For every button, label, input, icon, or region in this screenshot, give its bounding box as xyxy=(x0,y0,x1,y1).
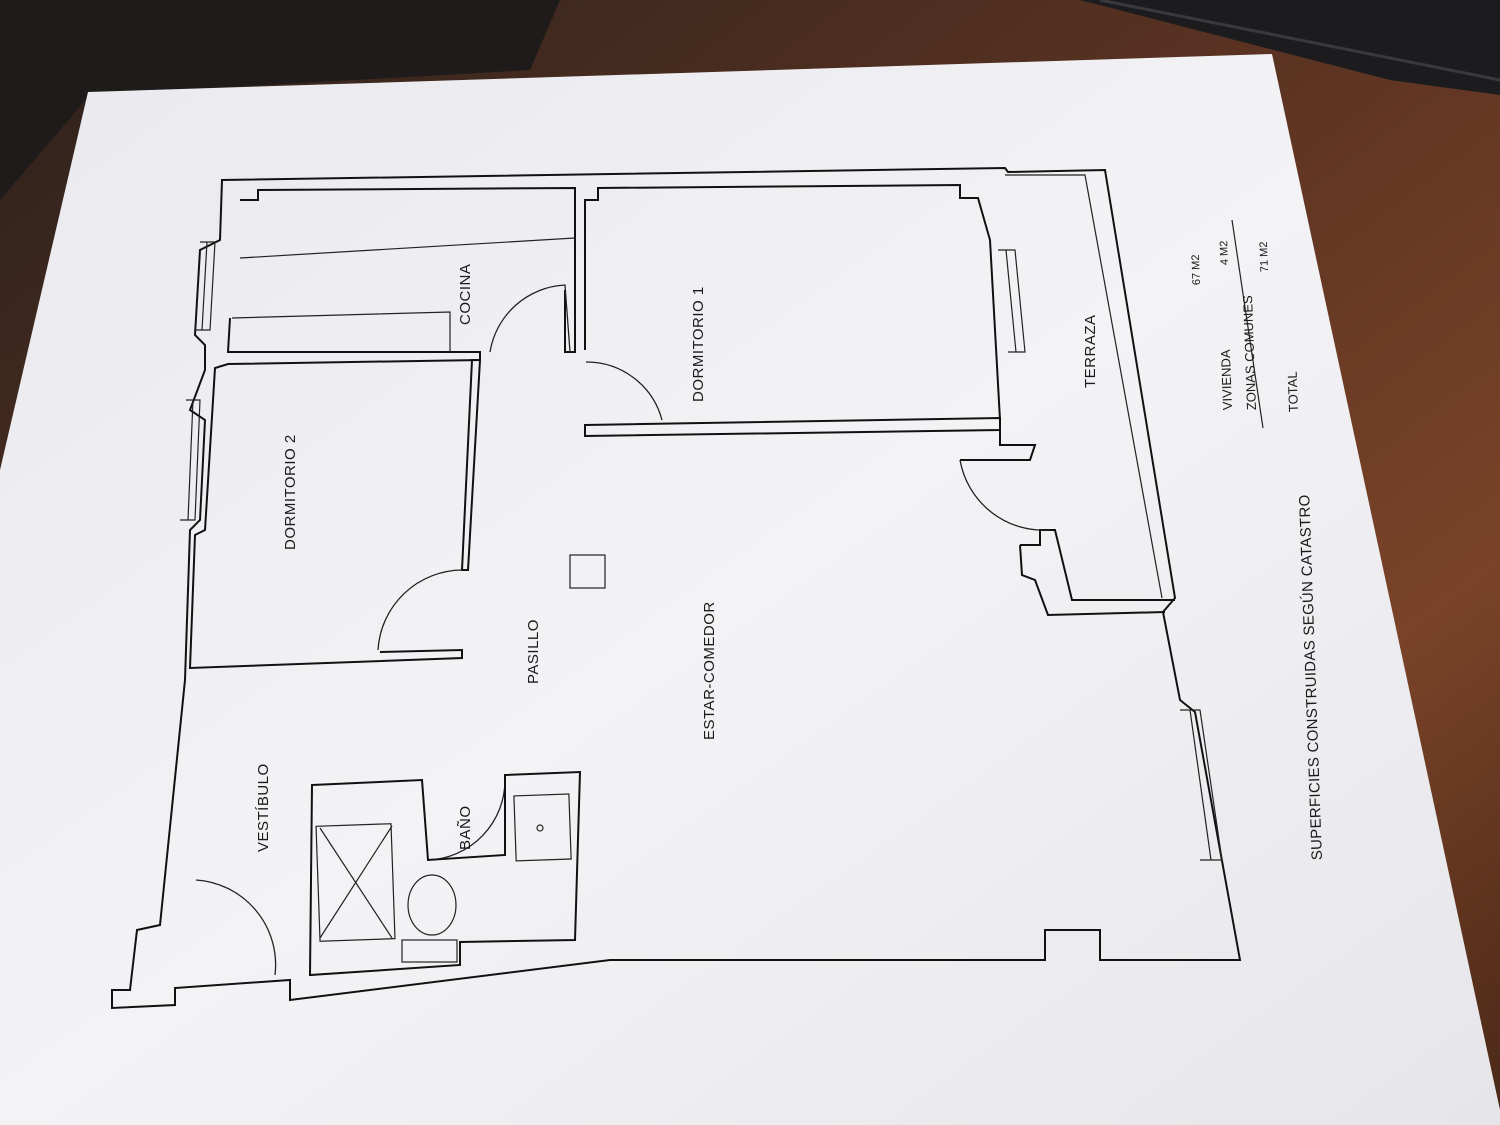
label-estar-comedor: ESTAR-COMEDOR xyxy=(701,601,718,740)
area-total-rule xyxy=(1231,219,1264,429)
door-dormitorio-1 xyxy=(585,361,663,421)
dark-device-top-right xyxy=(1080,0,1500,95)
window-right-2 xyxy=(1180,709,1223,861)
window-right-1 xyxy=(998,249,1026,353)
label-dormitorio-1: DORMITORIO 1 xyxy=(690,286,707,402)
paper-sheet xyxy=(0,54,1500,1125)
area-value-vivienda: 67 M2 xyxy=(1190,254,1203,285)
dark-object-top-left xyxy=(0,0,560,200)
door-bano xyxy=(427,779,506,861)
area-label-zonas-comunes: ZONAS COMUNES xyxy=(1240,295,1259,411)
toilet xyxy=(407,874,457,936)
door-terraza xyxy=(959,459,1051,531)
label-pasillo: PASILLO xyxy=(525,619,542,684)
area-value-total: 71 M2 xyxy=(1258,241,1271,272)
kitchen-counter xyxy=(231,237,576,352)
interior-wall-kitchen-bed2 xyxy=(188,317,481,670)
sink-drain xyxy=(536,824,544,832)
interior-wall-bed1 xyxy=(584,416,1001,438)
door-entrance xyxy=(195,879,277,976)
sink xyxy=(513,793,572,862)
label-cocina: COCINA xyxy=(457,264,474,325)
device-edge xyxy=(1099,0,1500,82)
shower-cross xyxy=(319,825,393,939)
area-value-zonas-comunes: 4 M2 xyxy=(1218,240,1231,265)
outer-wall xyxy=(111,166,1242,1010)
structural-column xyxy=(569,554,606,589)
interior-wall-pasillo xyxy=(460,359,482,571)
bathroom-wall xyxy=(308,770,582,977)
door-cocina xyxy=(489,284,571,353)
area-label-total: TOTAL xyxy=(1285,371,1301,412)
label-dormitorio-2: DORMITORIO 2 xyxy=(282,434,299,550)
toilet-tank xyxy=(401,939,458,963)
label-vestibulo: VESTÍBULO xyxy=(255,763,272,852)
terraza-inner-line xyxy=(1005,174,1163,599)
label-bano: BAÑO xyxy=(457,805,474,850)
outer-wall-inner xyxy=(240,183,1037,461)
label-terraza: TERRAZA xyxy=(1082,314,1099,388)
shower-tray xyxy=(315,823,396,942)
window-left-2 xyxy=(180,399,201,521)
door-dormitorio-2 xyxy=(377,569,463,651)
window-left-1 xyxy=(195,241,216,331)
area-label-vivienda: VIVIENDA xyxy=(1218,349,1235,410)
